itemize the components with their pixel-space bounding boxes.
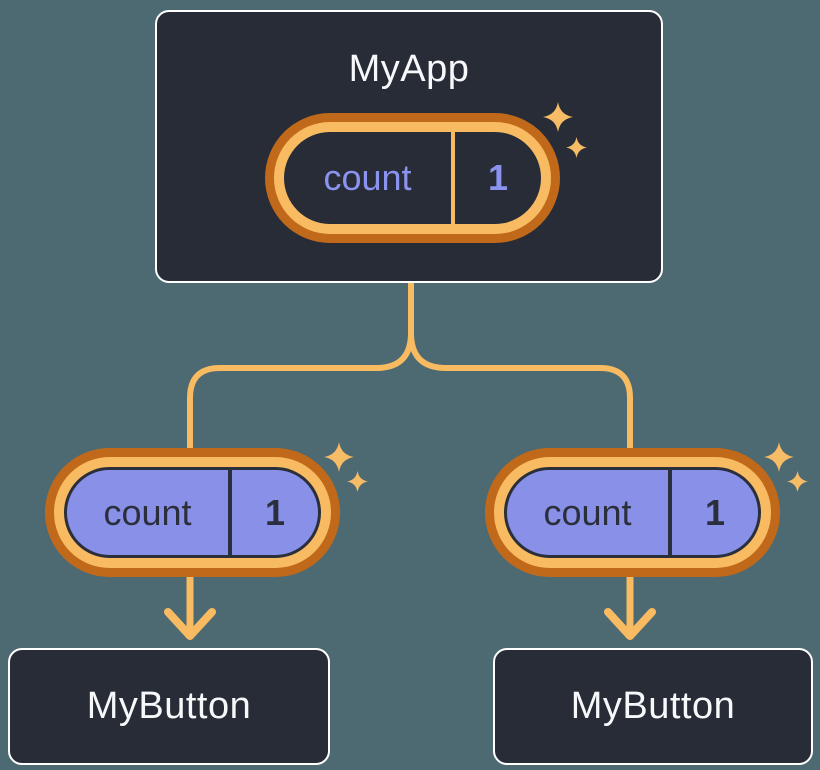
state-value: 1 <box>704 491 726 533</box>
child-state-pill-right: count 1 <box>485 448 780 577</box>
child-state-pill-left: count 1 <box>45 448 340 577</box>
state-value: 1 <box>264 491 286 533</box>
sparkle-icon-small <box>347 471 368 492</box>
pill-inner-ring: count 1 <box>54 457 331 568</box>
state-value: 1 <box>487 157 509 198</box>
sparkle-icon-large <box>764 442 794 472</box>
state-label: count <box>103 491 192 533</box>
pill-divider <box>451 132 455 224</box>
sparkle-icon-small <box>787 471 808 492</box>
pill-divider <box>228 470 232 555</box>
pill-inner-ring: count 1 <box>494 457 771 568</box>
pill-body: count 1 <box>284 132 541 224</box>
sparkle-icon-large <box>324 442 354 472</box>
branch-line-left <box>187 279 414 461</box>
component-title: MyApp <box>348 48 470 90</box>
component-title: MyButton <box>570 685 736 727</box>
pill-inner-ring: count 1 <box>274 122 551 234</box>
state-label: count <box>543 491 632 533</box>
arrow-down-icon-right <box>604 568 656 640</box>
mybutton-component-box-right: MyButton <box>493 648 813 765</box>
pill-divider <box>668 470 672 555</box>
parent-state-pill: count 1 <box>265 113 560 243</box>
pill-body: count 1 <box>64 467 321 558</box>
mybutton-component-box-left: MyButton <box>8 648 330 765</box>
component-title: MyButton <box>86 685 252 727</box>
branch-line-right <box>408 279 633 461</box>
state-label: count <box>323 157 412 198</box>
pill-body: count 1 <box>504 467 761 558</box>
arrow-down-icon-left <box>164 568 216 640</box>
